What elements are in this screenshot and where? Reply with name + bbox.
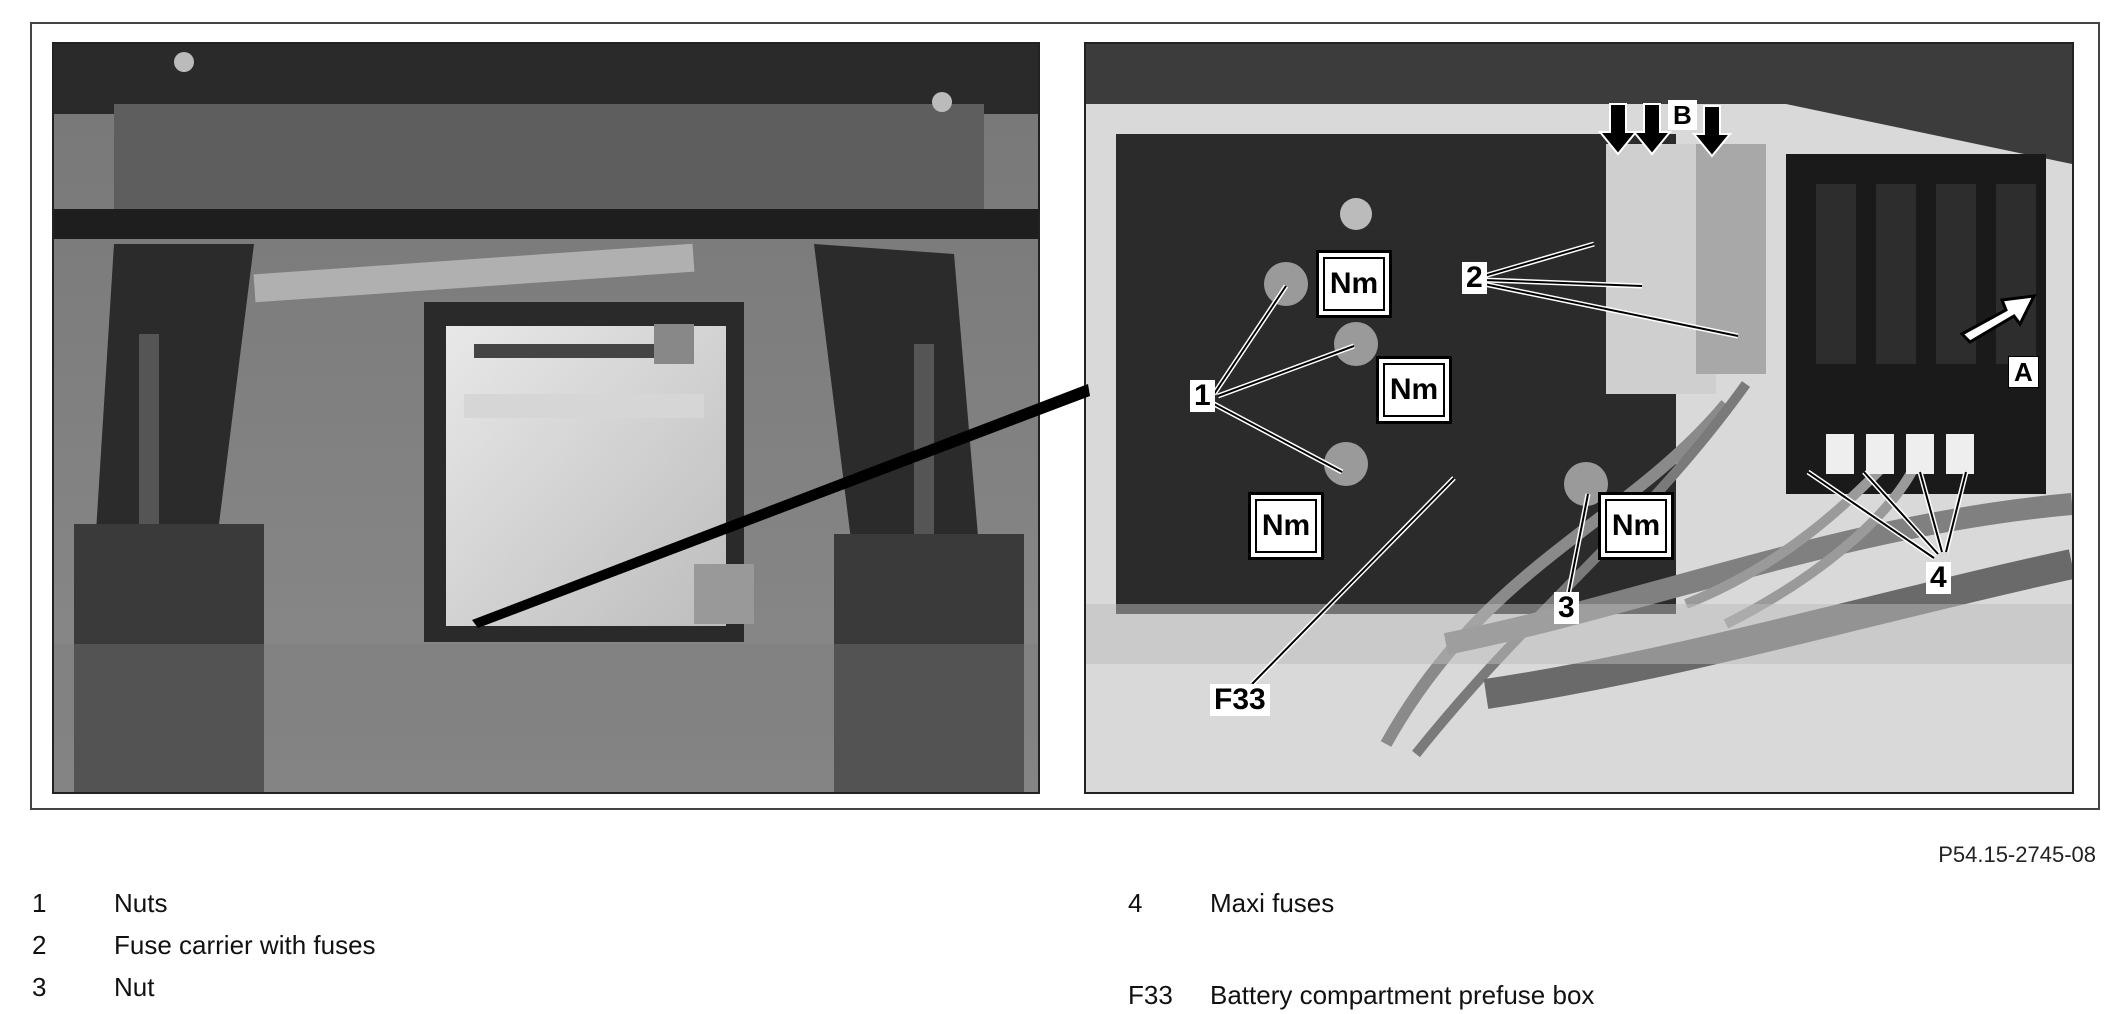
legend-key: 1: [32, 888, 47, 918]
torque-label: Nm: [1329, 267, 1379, 300]
torque-label: Nm: [1389, 373, 1439, 406]
legend-description: Battery compartment prefuse box: [1210, 980, 1595, 1010]
legend-description: Fuse carrier with fuses: [114, 930, 376, 960]
torque-box-lower-left: Nm: [1248, 492, 1324, 560]
torque-box-lower-right: Nm: [1598, 492, 1674, 560]
torque-box-middle: Nm: [1376, 356, 1452, 424]
legend-key: 4: [1128, 888, 1143, 918]
prefuse-box-photo: [1084, 42, 2074, 794]
legend-key: 2: [32, 930, 47, 960]
callout-nut: 3: [1554, 592, 1579, 624]
battery-compartment-photo: [52, 42, 1040, 794]
legend-key: F33: [1128, 980, 1173, 1010]
torque-label: Nm: [1261, 509, 1311, 542]
torque-label: Nm: [1611, 509, 1661, 542]
figure-id: P54.15-2745-08: [1938, 842, 2096, 867]
callout-nuts: 1: [1190, 380, 1215, 412]
callout-maxi-fuses: 4: [1926, 562, 1951, 594]
callout-prefuse-box: F33: [1210, 684, 1270, 716]
legend-description: Nut: [114, 972, 155, 1002]
battery-compartment-illustration: [54, 44, 1038, 792]
prefuse-box-illustration: [1086, 44, 2072, 792]
torque-box-upper: Nm: [1316, 250, 1392, 318]
legend-description: Maxi fuses: [1210, 888, 1335, 918]
legend-description: Nuts: [114, 888, 168, 918]
legend-key: 3: [32, 972, 47, 1002]
label-a: A: [2008, 356, 2039, 388]
label-b: B: [1668, 100, 1697, 130]
figure-frame: Nm Nm Nm Nm 1 2 3 4 F33 B A: [30, 22, 2100, 810]
callout-fuse-carrier: 2: [1462, 262, 1487, 294]
